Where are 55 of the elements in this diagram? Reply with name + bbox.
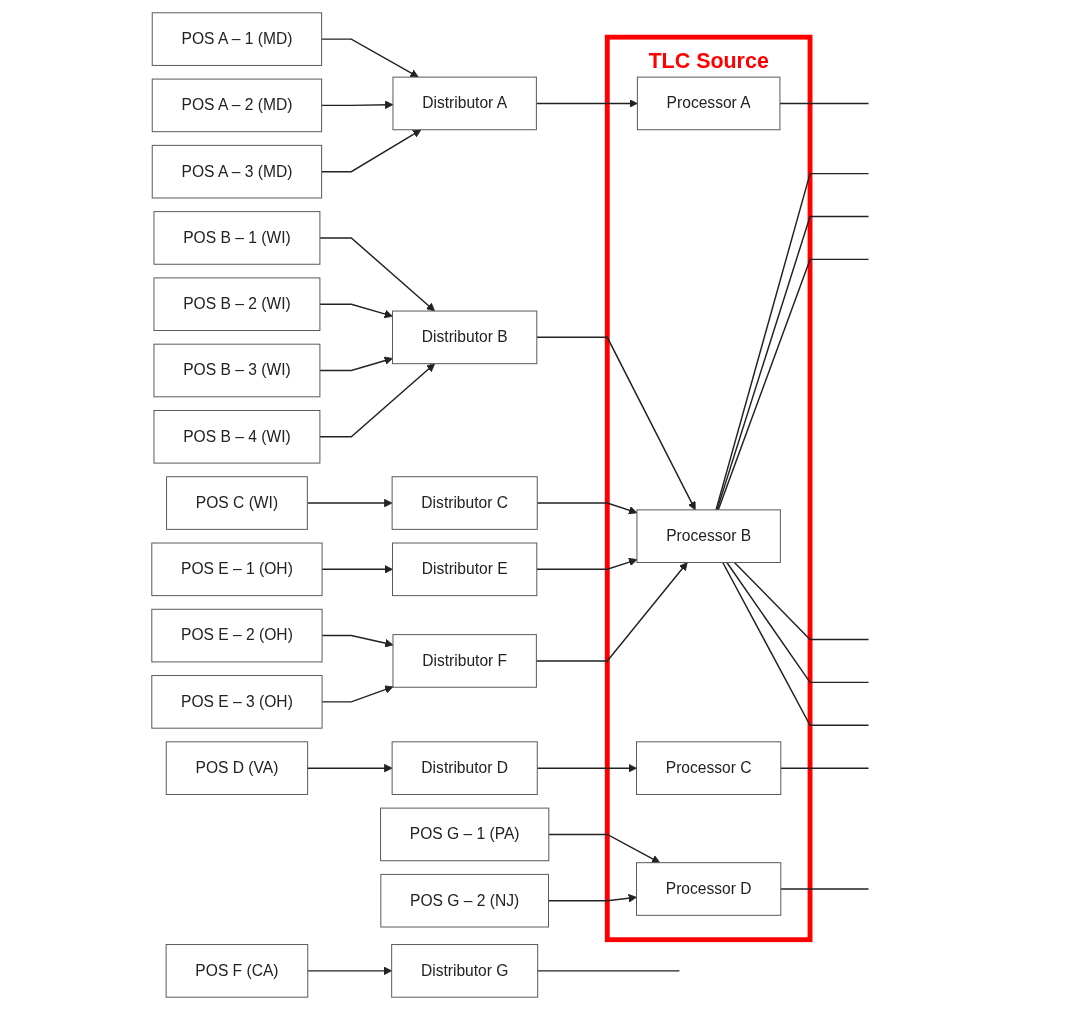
arrow [320,684,393,703]
arrow [320,37,419,77]
arrow [306,763,393,772]
arrow [547,893,637,902]
process-box: POS E – 1 (OH) [150,542,323,596]
connector-line [779,887,869,890]
arrow [306,966,392,975]
process-box: Distributor A [392,76,537,130]
arrow [306,498,393,507]
arrow [535,561,688,662]
connector-line [536,969,680,972]
process-box: POS E – 2 (OH) [150,608,323,662]
arrow [536,763,637,772]
arrow [320,564,393,574]
process-box: Processor B [636,508,781,563]
connector-line [725,561,869,683]
process-box: Distributor B [391,310,537,364]
process-box: Distributor E [391,542,537,596]
process-box: POS D (VA) [165,740,308,795]
process-box: Distributor F [392,633,537,688]
process-box: Distributor D [391,740,538,795]
process-box: POS E – 3 (OH) [150,674,323,729]
process-box: POS A – 3 (MD) [151,144,322,198]
process-box: Processor C [635,740,781,795]
process-box: POS F (CA) [165,943,308,998]
process-box: POS B – 4 (WI) [153,409,320,464]
process-box: Processor A [636,76,780,130]
connector-line [778,102,869,104]
connector-line [733,561,869,640]
arrow [535,98,638,108]
arrow [547,833,660,863]
process-box: Distributor G [390,943,538,998]
arrow [535,336,696,510]
arrow [318,236,435,311]
process-box: POS A – 1 (MD) [151,11,322,66]
process-box: POS B – 3 (WI) [153,343,320,397]
process-box: POS A – 2 (MD) [151,78,322,132]
process-box: POS B – 1 (WI) [153,210,320,265]
arrow [318,362,435,437]
connector-line [721,561,869,726]
arrow [536,501,637,514]
arrow [320,100,393,109]
process-box: POS G – 2 (NJ) [379,873,549,927]
process-box: POS C (WI) [165,475,308,530]
arrow [318,356,393,371]
process-box: POS B – 2 (WI) [153,276,320,331]
arrow [320,634,393,647]
process-box: Distributor C [391,475,538,530]
arrow [535,557,637,570]
process-box: Processor D [635,861,781,916]
arrow [318,303,393,318]
connector-line [779,766,869,769]
arrow [320,128,421,172]
process-box: POS G – 1 (PA) [379,807,549,861]
connector-line [717,258,869,511]
